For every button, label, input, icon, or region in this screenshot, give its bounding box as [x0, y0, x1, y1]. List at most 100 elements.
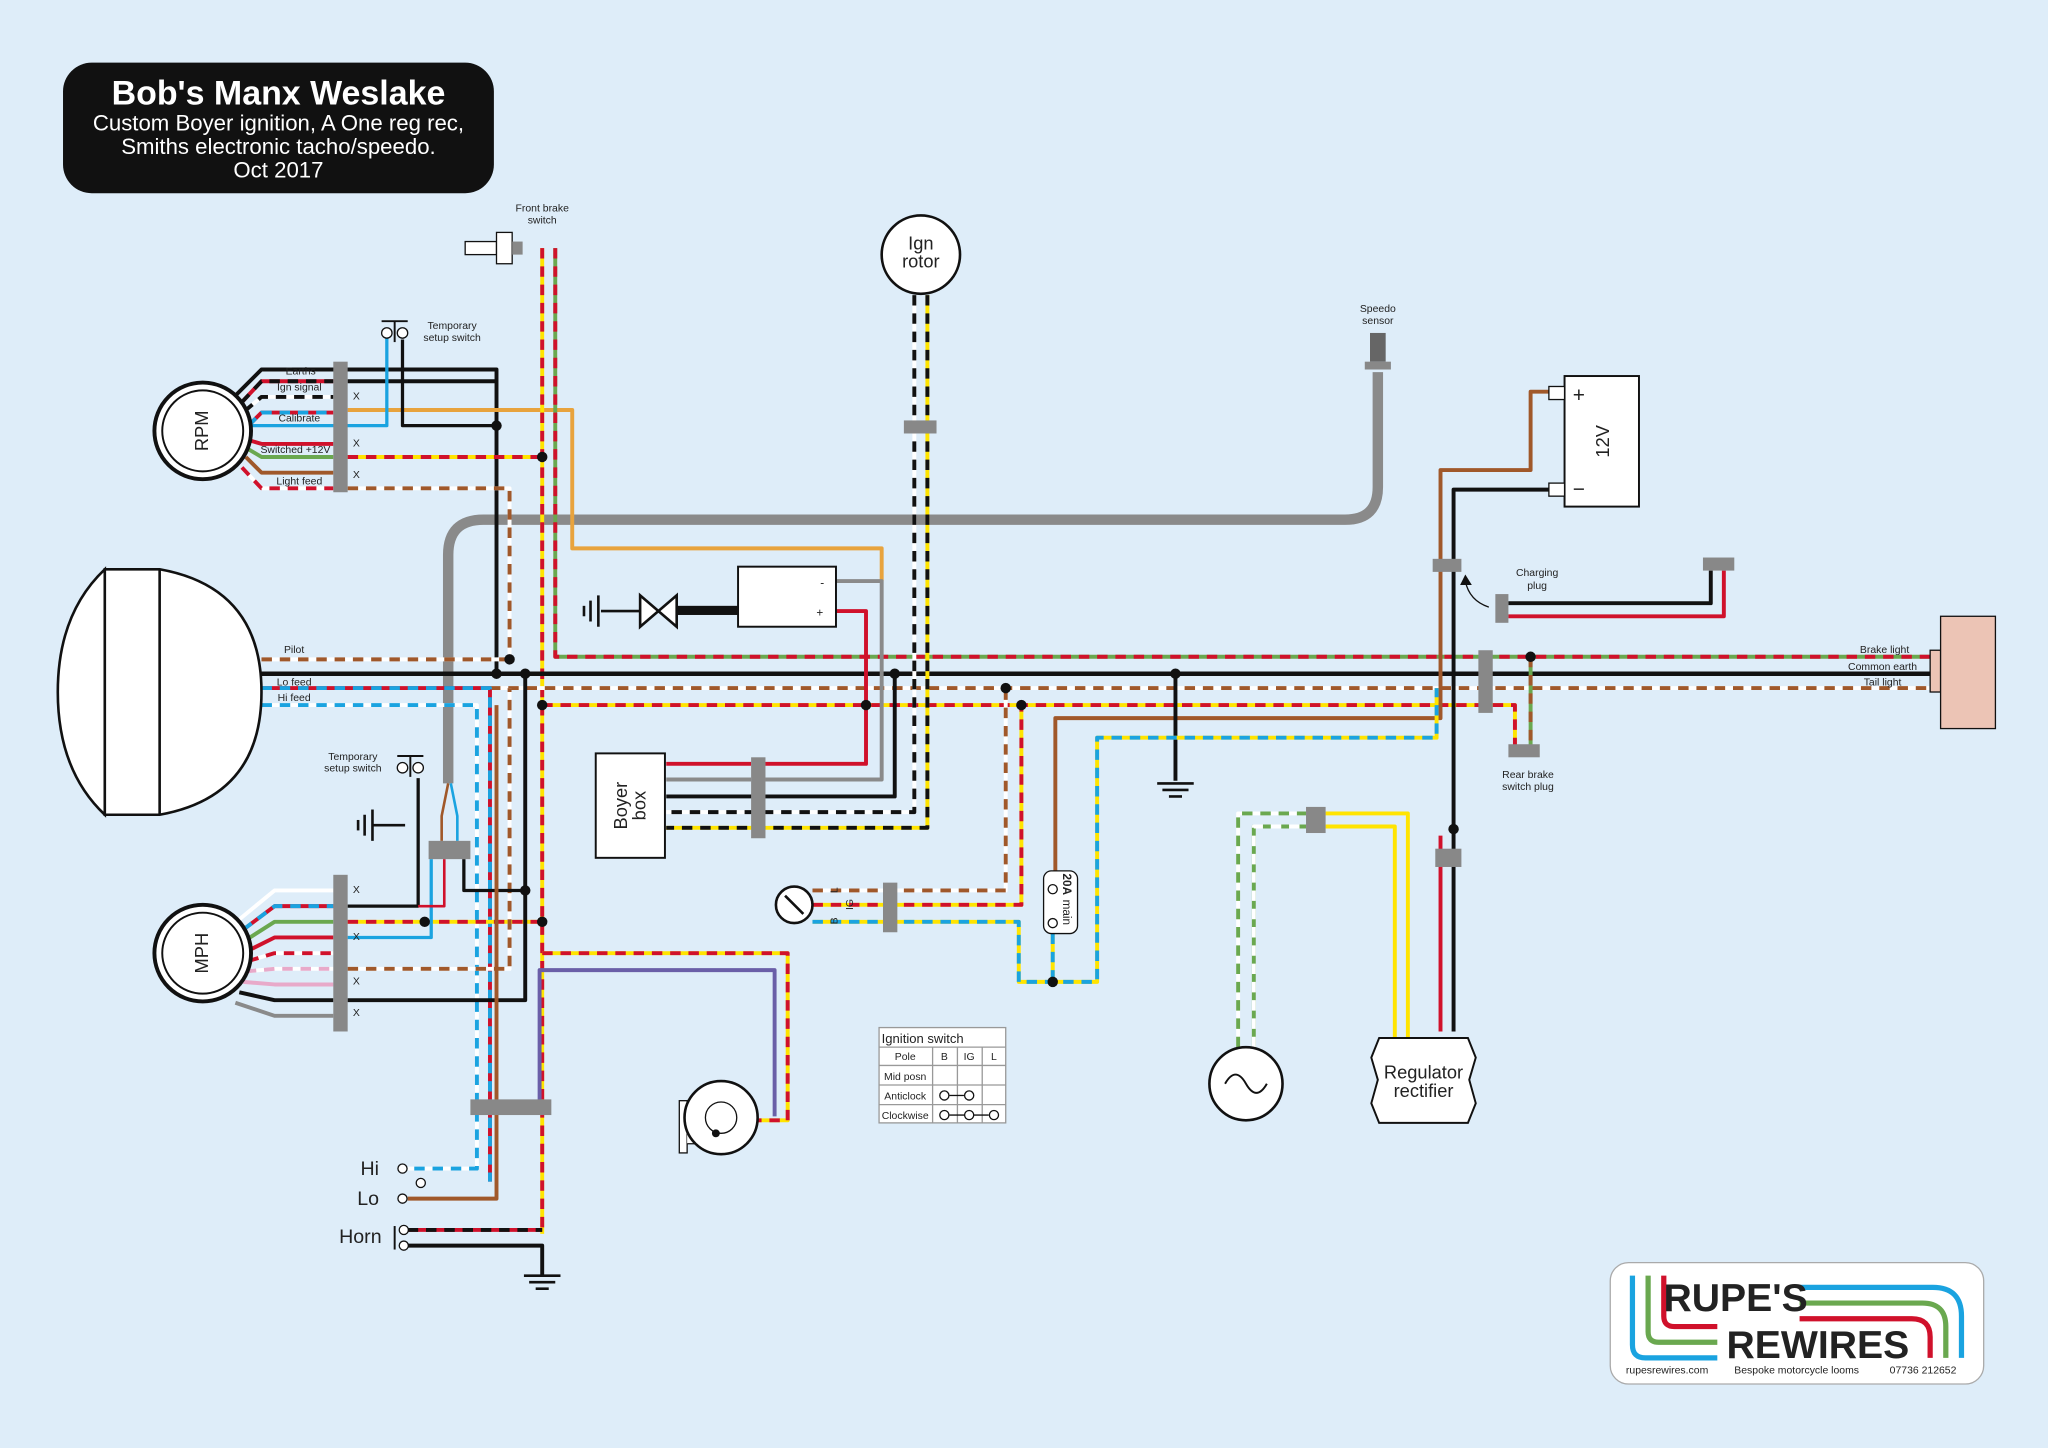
alternator-connector	[1306, 806, 1326, 834]
unused-mark: X	[353, 885, 360, 896]
junction-dot	[536, 699, 548, 711]
mph-connector	[333, 874, 348, 1032]
junction-dot	[491, 668, 502, 679]
table-header: Pole	[895, 1052, 916, 1063]
wire-yellow	[1325, 811, 1410, 1039]
mph-label: MPH	[191, 933, 212, 974]
logo-line2: REWIRES	[1726, 1324, 1909, 1367]
speedo-sensor-label: Speedo	[1360, 304, 1396, 315]
wire-orange	[347, 408, 884, 582]
wire-black	[1508, 570, 1713, 606]
subtitle-line: Smiths electronic tacho/speedo.	[121, 134, 436, 159]
switch-label-hi: Hi	[360, 1158, 379, 1180]
charging-plug	[1495, 594, 1509, 623]
alternator	[1208, 806, 1326, 1122]
wire-purple	[537, 968, 777, 1117]
ignition-switch[interactable]	[774, 885, 814, 925]
rear-brake-label: switch plug	[1502, 782, 1554, 793]
wire-yellow-red	[542, 703, 1517, 751]
wire-red-blue	[242, 904, 334, 932]
temp-switch-label: Temporary	[328, 752, 378, 763]
wire-label-switched-12v: Switched +12V	[260, 445, 330, 456]
subtitle-line: Oct 2017	[233, 158, 323, 183]
ignition-coil: - +	[600, 565, 837, 630]
wire-grey	[765, 579, 884, 782]
fuse-label: main	[1060, 900, 1073, 925]
boyer-label: box	[628, 791, 649, 820]
rupes-rewires-logo: RUPE'S REWIRES rupesrewires.com Bespoke …	[1609, 1261, 1985, 1385]
table-row-label: Mid posn	[884, 1072, 927, 1083]
wire-brown	[244, 455, 334, 475]
table-header: L	[991, 1052, 997, 1063]
boyer-label: Boyer	[610, 782, 631, 830]
junction-dot	[536, 451, 548, 463]
ign-terminal-l: L	[829, 887, 840, 893]
speedo-sensor-connector	[428, 840, 471, 860]
headlamp-label-hi: Hi feed	[278, 693, 311, 704]
wire-white-brown	[347, 486, 512, 660]
subtitle-line: Custom Boyer ignition, A One reg rec,	[93, 111, 464, 136]
front-brake-switch	[464, 231, 523, 265]
wire-red	[418, 859, 446, 908]
table-title: Ignition switch	[882, 1031, 964, 1046]
battery-plus: +	[1573, 384, 1585, 407]
wire-black	[238, 990, 334, 1003]
wire-white-pink	[245, 966, 334, 974]
switch-label-lo: Lo	[357, 1188, 379, 1210]
wire-white-black	[666, 295, 917, 815]
unused-mark: X	[353, 932, 360, 943]
wire-black	[407, 1243, 545, 1276]
wire-green	[247, 447, 334, 459]
wire-label-earths: Earths	[286, 367, 316, 378]
logo-website: rupesrewires.com	[1626, 1366, 1708, 1377]
junction-dot	[1170, 668, 1181, 679]
temp-setup-switch-bottom	[396, 755, 425, 777]
wire-blue	[251, 336, 389, 428]
temp-switch-label: setup switch	[423, 333, 481, 344]
ignition-switch-table: Ignition switch Pole B IG L Mid posn Ant…	[878, 1026, 1007, 1124]
horn	[678, 1079, 759, 1156]
headlamp-label-lo: Lo feed	[277, 677, 312, 688]
boyer-connector	[751, 757, 766, 839]
wire-white	[236, 888, 334, 923]
wire-label-ign-signal: Ign signal	[277, 382, 322, 393]
horn-button-icon[interactable]	[393, 1224, 410, 1251]
battery: 12V + −	[1548, 375, 1640, 508]
logo-line1: RUPE'S	[1663, 1277, 1807, 1320]
junction-dot	[520, 885, 531, 896]
rpm-gauge: RPM	[152, 380, 253, 482]
battery-connector	[1432, 558, 1462, 572]
ign-switch-connector	[882, 882, 898, 933]
rotor-connector	[903, 420, 937, 434]
ign-rotor: Ign rotor	[880, 214, 962, 296]
wire-black	[233, 367, 499, 674]
battery-minus: −	[1573, 478, 1585, 501]
unused-mark: X	[353, 470, 360, 481]
ground-icon	[582, 595, 600, 627]
regulator-rectifier: Regulator rectifier	[1370, 1037, 1477, 1124]
wire-brown	[440, 783, 450, 841]
fuse-20a: 20A main	[1042, 870, 1079, 935]
arrow-head-icon	[1460, 574, 1472, 585]
ground-icon	[356, 809, 406, 841]
wire-white-blue	[261, 703, 479, 1171]
rear-brake-switch-plug	[1508, 744, 1540, 758]
temp-switch-label: Temporary	[427, 321, 477, 332]
rpm-connector	[333, 361, 348, 493]
speedo-sensor	[1364, 332, 1391, 370]
wire-black	[400, 339, 497, 428]
tail-label-brake: Brake light	[1860, 645, 1909, 656]
wire-black	[666, 673, 897, 799]
junction-dot	[889, 668, 900, 679]
dip-switch-icon[interactable]	[397, 1163, 426, 1204]
ign-terminal-b: B	[829, 917, 840, 924]
wire-white-green	[1236, 811, 1307, 1048]
wire-green-red	[553, 248, 1933, 659]
wire-green-white	[1251, 824, 1307, 1048]
table-row-label: Clockwise	[882, 1111, 929, 1122]
wire-yellow-red	[812, 705, 1024, 907]
tail-light	[1929, 615, 1997, 730]
speedo-sensor-label: sensor	[1362, 316, 1394, 327]
wire-red	[765, 609, 868, 766]
junction-dot	[504, 654, 515, 665]
